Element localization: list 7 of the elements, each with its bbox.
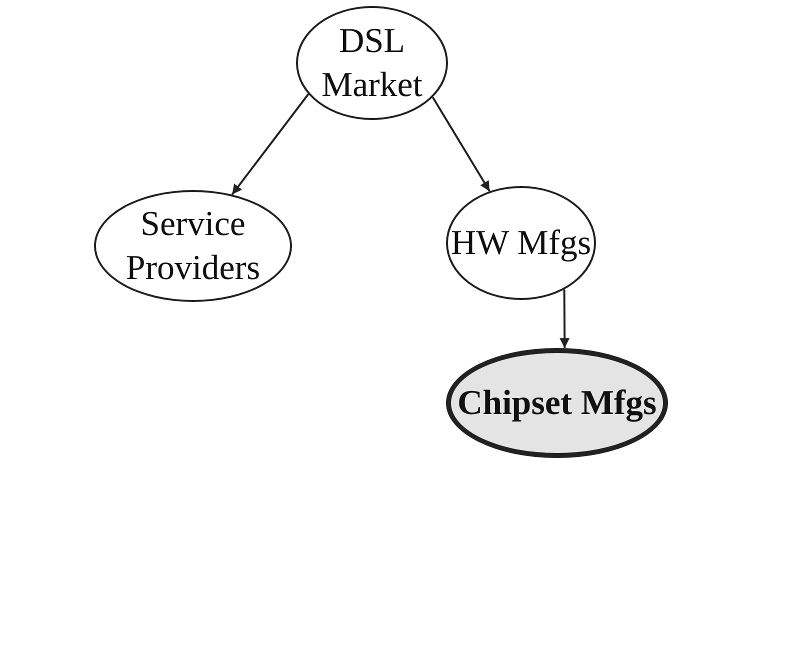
node-label: Chipset Mfgs [457, 382, 657, 424]
arrow [560, 290, 570, 348]
node-label: HW Mfgs [450, 222, 592, 264]
node-label: DSL Market [320, 20, 424, 106]
arrow [231, 94, 310, 196]
node-label: Service Providers [124, 203, 262, 289]
arrow [432, 96, 490, 192]
